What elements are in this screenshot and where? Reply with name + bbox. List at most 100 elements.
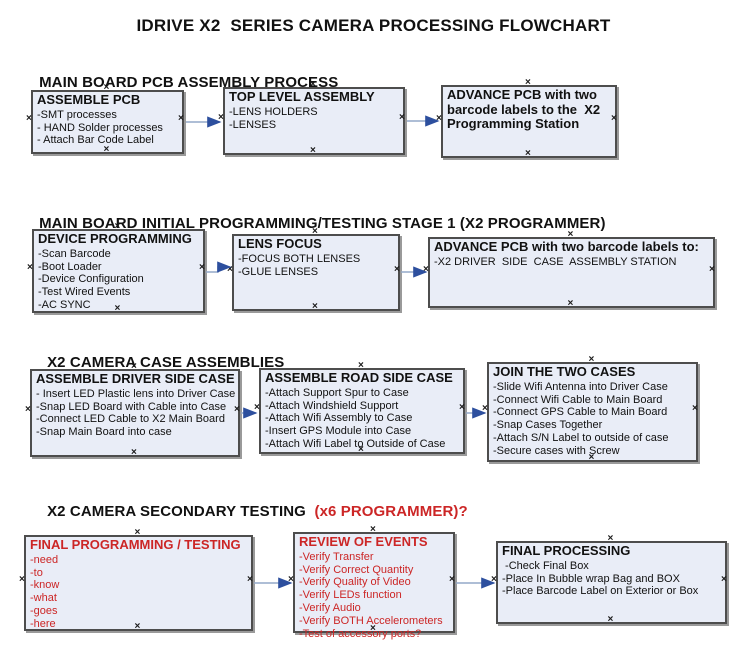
anchor-icon (26, 114, 34, 125)
box-item: -Verify BOTH Accelerometers (299, 614, 443, 627)
box-item: -Connect Wifi Cable to Main Board (493, 393, 663, 406)
anchor-icon (423, 265, 431, 276)
box-item: -know (30, 579, 60, 592)
box-item: -Scan Barcode (38, 247, 111, 260)
box-item: -Verify Quality of Video (299, 576, 411, 589)
anchor-icon (19, 575, 27, 586)
box-item: -Check Final Box (502, 559, 589, 572)
anchor-icon (525, 149, 533, 160)
box-assemble-road-side-case: ASSEMBLE ROAD SIDE CASE -Attach Support … (254, 361, 467, 455)
anchor-icon (227, 265, 235, 276)
anchor-icon (436, 114, 444, 125)
box-item: -Verify Transfer (299, 550, 374, 563)
anchor-icon (131, 448, 139, 459)
box-item: -FOCUS BOTH LENSES (238, 252, 361, 265)
box-final-programming-testing: FINAL PROGRAMMING / TESTING -need -to -k… (19, 528, 255, 632)
box-item: -here (30, 617, 56, 630)
box-item: -Snap Main Board into case (36, 426, 172, 439)
box-item: -X2 DRIVER SIDE CASE ASSEMBLY STATION (434, 255, 677, 268)
box-item: -Attach Wifi Label to Outside of Case (265, 438, 446, 451)
box-item: -Boot Loader (38, 260, 102, 273)
box-title: ASSEMBLE DRIVER SIDE CASE (36, 371, 235, 386)
box-title: FINAL PROGRAMMING / TESTING (30, 537, 241, 552)
box-join-the-two-cases: JOIN THE TWO CASES -Slide Wifi Antenna i… (482, 355, 700, 463)
section-header-secondary-testing: X2 CAMERA SECONDARY TESTING (x6 PROGRAMM… (30, 486, 468, 537)
section-header-label: MAIN BOARD INITIAL PROGRAMMING/TESTING S… (39, 215, 606, 232)
box-title: LENS FOCUS (238, 236, 322, 251)
box-item: -Slide Wifi Antenna into Driver Case (493, 380, 668, 393)
anchor-icon (482, 404, 490, 415)
box-item: -GLUE LENSES (238, 265, 319, 278)
box-item: - Insert LED Plastic lens into Driver Ca… (36, 387, 236, 400)
box-item: -Test of accessory ports? (299, 627, 422, 640)
box-final-processing: FINAL PROCESSING -Check Final Box -Place… (491, 534, 729, 626)
section-header-initial-programming: MAIN BOARD INITIAL PROGRAMMING/TESTING S… (22, 198, 606, 249)
box-item: -Attach S/N Label to outside of case (493, 432, 669, 445)
anchor-icon (449, 575, 457, 586)
anchor-icon (459, 403, 467, 414)
anchor-icon (608, 615, 616, 626)
box-title: REVIEW OF EVENTS (299, 534, 428, 549)
anchor-icon (218, 113, 226, 124)
page-title: IDRIVE X2 SERIES CAMERA PROCESSING FLOWC… (136, 16, 611, 35)
box-item: -Device Configuration (38, 273, 144, 286)
box-lens-focus: LENS FOCUS -FOCUS BOTH LENSES -GLUE LENS… (227, 227, 402, 313)
anchor-icon (247, 575, 255, 586)
section-header-label: X2 CAMERA CASE ASSEMBLIES (47, 354, 285, 371)
box-item: -Snap LED Board with Cable into Case (36, 400, 227, 413)
box-title: TOP LEVEL ASSEMBLY (229, 89, 375, 104)
section-header-case-assemblies: X2 CAMERA CASE ASSEMBLIES (30, 337, 284, 388)
box-item: -Secure cases with Screw (493, 444, 620, 457)
anchor-icon (568, 299, 576, 310)
box-item: -Attach Wifi Assembly to Case (265, 412, 413, 425)
box-title: ADVANCE PCB with two barcode labels to t… (447, 87, 604, 132)
anchor-icon (692, 404, 700, 415)
box-item: -Connect LED Cable to X2 Main Board (36, 413, 225, 426)
box-item: -Attach Support Spur to Case (265, 386, 409, 399)
box-item: -what (30, 592, 57, 605)
box-item: -Verify LEDs function (299, 589, 402, 602)
box-item: -LENSES (229, 118, 277, 131)
box-item: -Connect GPS Cable to Main Board (493, 406, 668, 419)
box-advance-pcb-programming-station: ADVANCE PCB with two barcode labels to t… (436, 78, 617, 160)
box-item: -to (30, 566, 43, 579)
box-title: ADVANCE PCB with two barcode labels to: (434, 239, 699, 254)
box-device-programming: DEVICE PROGRAMMING -Scan Barcode -Boot L… (27, 222, 207, 314)
box-item: -Place Barcode Label on Exterior or Box (502, 585, 699, 598)
section-header-suffix: (x6 PROGRAMMER)? (310, 503, 468, 520)
section-header-label: X2 CAMERA SECONDARY TESTING (47, 503, 311, 520)
anchor-icon (104, 145, 112, 156)
box-item: - Attach Bar Code Label (37, 134, 154, 147)
arrow-deviceprog-to-lensfocus (206, 261, 232, 273)
anchor-icon (721, 575, 729, 586)
box-assemble-pcb: ASSEMBLE PCB -SMT processes - HAND Solde… (26, 83, 184, 156)
box-item: -AC SYNC (38, 299, 91, 312)
anchor-icon (199, 263, 207, 274)
anchor-icon (310, 146, 318, 157)
box-item: -Test Wired Events (38, 286, 131, 299)
box-title: FINAL PROCESSING (502, 543, 631, 558)
section-header-pcb-assembly: MAIN BOARD PCB ASSEMBLY PROCESS (22, 57, 338, 108)
box-item: -Verify Audio (299, 602, 361, 615)
box-advance-pcb-driver-side: ADVANCE PCB with two barcode labels to: … (423, 230, 715, 310)
box-item: -Attach Windshield Support (265, 399, 399, 412)
box-item: -SMT processes (37, 108, 117, 121)
box-item: -LENS HOLDERS (229, 105, 318, 118)
box-assemble-driver-side-case: ASSEMBLE DRIVER SIDE CASE - Insert LED P… (25, 362, 242, 459)
box-title: JOIN THE TWO CASES (493, 364, 636, 379)
box-title: DEVICE PROGRAMMING (38, 231, 192, 246)
box-item: -Place In Bubble wrap Bag and BOX (502, 572, 680, 585)
anchor-icon (491, 575, 499, 586)
anchor-icon (312, 302, 320, 313)
box-item: -need (30, 553, 59, 566)
anchor-icon (25, 405, 33, 416)
box-item: - HAND Solder processes (37, 121, 163, 134)
anchor-icon (234, 405, 242, 416)
box-item: -Verify Correct Quantity (299, 563, 414, 576)
box-title: ASSEMBLE ROAD SIDE CASE (265, 370, 453, 385)
anchor-icon (27, 263, 35, 274)
box-title: ASSEMBLE PCB (37, 92, 141, 107)
anchor-icon (394, 265, 402, 276)
box-item: -Insert GPS Module into Case (265, 425, 412, 438)
